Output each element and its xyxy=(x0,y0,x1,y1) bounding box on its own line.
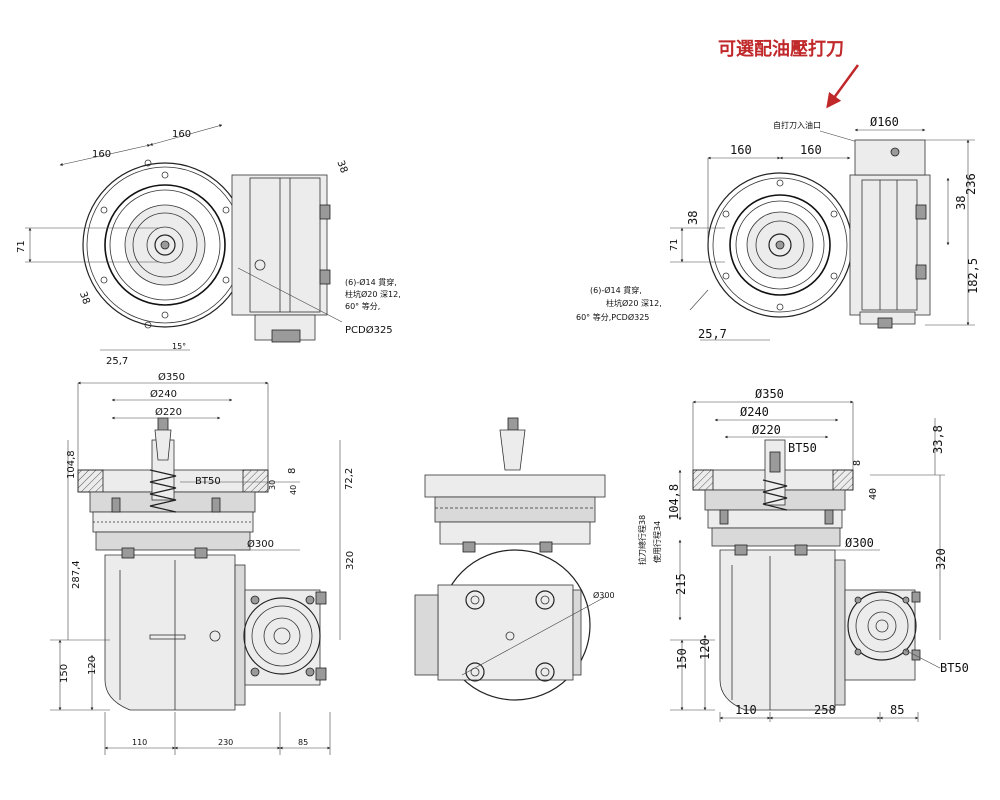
note-right-2: 柱坑Ø20 深12, xyxy=(606,298,662,308)
bl-dim-8: 8 xyxy=(287,468,298,474)
dim-71: 71 xyxy=(16,240,27,253)
bl-dim-d300: Ø300 xyxy=(247,538,274,550)
br-dim-258: 258 xyxy=(814,703,836,717)
br-dim-40: 40 xyxy=(868,488,879,500)
dim-25-7: 25,7 xyxy=(106,356,128,367)
bl-dim-85: 85 xyxy=(298,738,308,747)
br-bt50-top: BT50 xyxy=(788,441,817,455)
dim-25-7-right: 25,7 xyxy=(698,327,727,341)
br-dim-d240: Ø240 xyxy=(740,405,769,419)
br-dim-215: 215 xyxy=(674,573,688,595)
note-right-3: 60° 等分,PCDØ325 xyxy=(576,312,649,322)
table-circle xyxy=(104,184,226,306)
dim-160-b: 160 xyxy=(172,129,191,140)
dim-d160-top: Ø160 xyxy=(870,115,899,129)
bl-dim-72-2: 72,2 xyxy=(344,468,355,490)
gear-housing xyxy=(231,174,328,316)
note-line-4: PCDØ325 xyxy=(345,324,393,336)
br-dim-d300: Ø300 xyxy=(845,536,874,550)
br-stroke-total: 拉刀總行程38 xyxy=(637,515,647,565)
br-dim-104-8: 104,8 xyxy=(667,484,681,520)
br-dim-d220: Ø220 xyxy=(752,423,781,437)
br-dim-320: 320 xyxy=(934,548,948,570)
bl-dim-120: 120 xyxy=(87,656,98,675)
dim-160-b-right: 160 xyxy=(800,143,822,157)
dim-38-right-a: 38 xyxy=(686,211,700,225)
dim-15-deg: 15° xyxy=(172,342,186,351)
callout-arrow xyxy=(826,64,860,109)
note-line-3: 60° 等分, xyxy=(345,301,380,311)
bl-dim-150: 150 xyxy=(59,664,70,683)
bottom-right-section-view: Ø350 Ø240 Ø220 BT50 8 33,8 40 拉刀總行程38 使用… xyxy=(637,387,969,722)
note-line-1: (6)-Ø14 貫穿, xyxy=(345,277,397,287)
dim-38-top: 38 xyxy=(334,159,349,175)
bottom-left-section-view: Ø350 Ø240 Ø220 104,8 287,4 8 72,2 BT50 3… xyxy=(50,371,356,755)
br-dim-33-8: 33,8 xyxy=(931,425,945,454)
callout-title: 可選配油壓打刀 xyxy=(718,38,844,60)
top-right-plan-view: 自打刀入油口 Ø160 160 160 38 xyxy=(576,115,980,341)
oil-inlet-label: 自打刀入油口 xyxy=(773,120,821,130)
br-dim-150: 150 xyxy=(675,648,689,670)
bl-dim-104-8: 104,8 xyxy=(66,450,77,479)
bl-dim-110: 110 xyxy=(132,738,147,747)
bl-bt50: BT50 xyxy=(195,476,221,487)
dim-71-right: 71 xyxy=(669,239,680,251)
note-right-1: (6)-Ø14 貫穿, xyxy=(590,285,642,295)
top-left-plan-view: 160 160 71 38 38 25,7 15° (6)-Ø14 貫穿, 柱坑… xyxy=(16,124,401,367)
br-dim-85: 85 xyxy=(890,703,904,717)
bl-dim-40: 40 xyxy=(289,485,298,495)
note-line-2: 柱坑Ø20 深12, xyxy=(345,289,401,299)
br-dim-d350: Ø350 xyxy=(755,387,784,401)
br-dim-8: 8 xyxy=(852,460,863,466)
bl-dim-287-4: 287,4 xyxy=(71,560,82,589)
dim-38-right-b: 38 xyxy=(954,196,968,210)
bl-dim-d220: Ø220 xyxy=(155,406,182,418)
bm-dim-d300: Ø300 xyxy=(593,590,615,600)
bl-dim-d240: Ø240 xyxy=(150,388,177,400)
bl-dim-30: 30 xyxy=(268,480,277,490)
br-dim-120: 120 xyxy=(698,638,712,660)
bl-dim-d350: Ø350 xyxy=(158,371,185,383)
br-bt50-side: BT50 xyxy=(940,661,969,675)
dim-160-a: 160 xyxy=(92,149,111,160)
br-dim-110: 110 xyxy=(735,703,757,717)
optional-hydraulic-release-callout: 可選配油壓打刀 xyxy=(718,38,860,109)
bl-dim-230: 230 xyxy=(218,738,233,747)
dim-182-5: 182,5 xyxy=(966,258,980,294)
bottom-middle-side-view: Ø300 xyxy=(414,417,615,701)
dim-38-bot: 38 xyxy=(77,290,92,306)
br-stroke-used: 使用行程34 xyxy=(652,521,662,563)
bl-dim-320: 320 xyxy=(345,551,356,570)
dim-160-a-right: 160 xyxy=(730,143,752,157)
dim-236: 236 xyxy=(964,173,978,195)
